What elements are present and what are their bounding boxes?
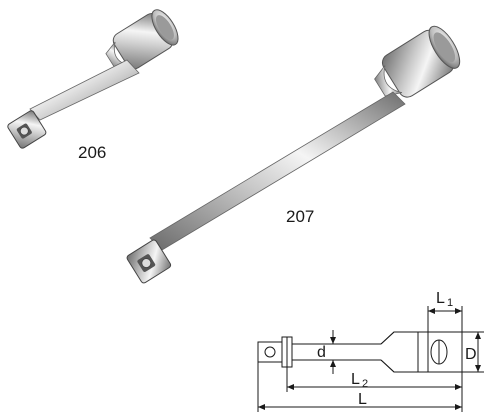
svg-text:2: 2: [362, 378, 368, 390]
svg-text:1: 1: [447, 297, 453, 309]
svg-text:L: L: [436, 290, 445, 307]
label-207: 207: [286, 207, 314, 226]
extension-bar-206: [7, 9, 179, 149]
svg-text:L: L: [351, 371, 360, 388]
dim-label-D: D: [465, 346, 477, 363]
extension-bar-207: [126, 25, 461, 284]
dim-label-d: d: [317, 344, 326, 361]
label-206: 206: [78, 143, 106, 162]
dim-label-L1: L 1: [436, 290, 453, 309]
dim-label-L2: L 2: [351, 371, 368, 390]
dim-label-L: L: [358, 391, 367, 408]
dimension-drawing: [257, 306, 484, 412]
